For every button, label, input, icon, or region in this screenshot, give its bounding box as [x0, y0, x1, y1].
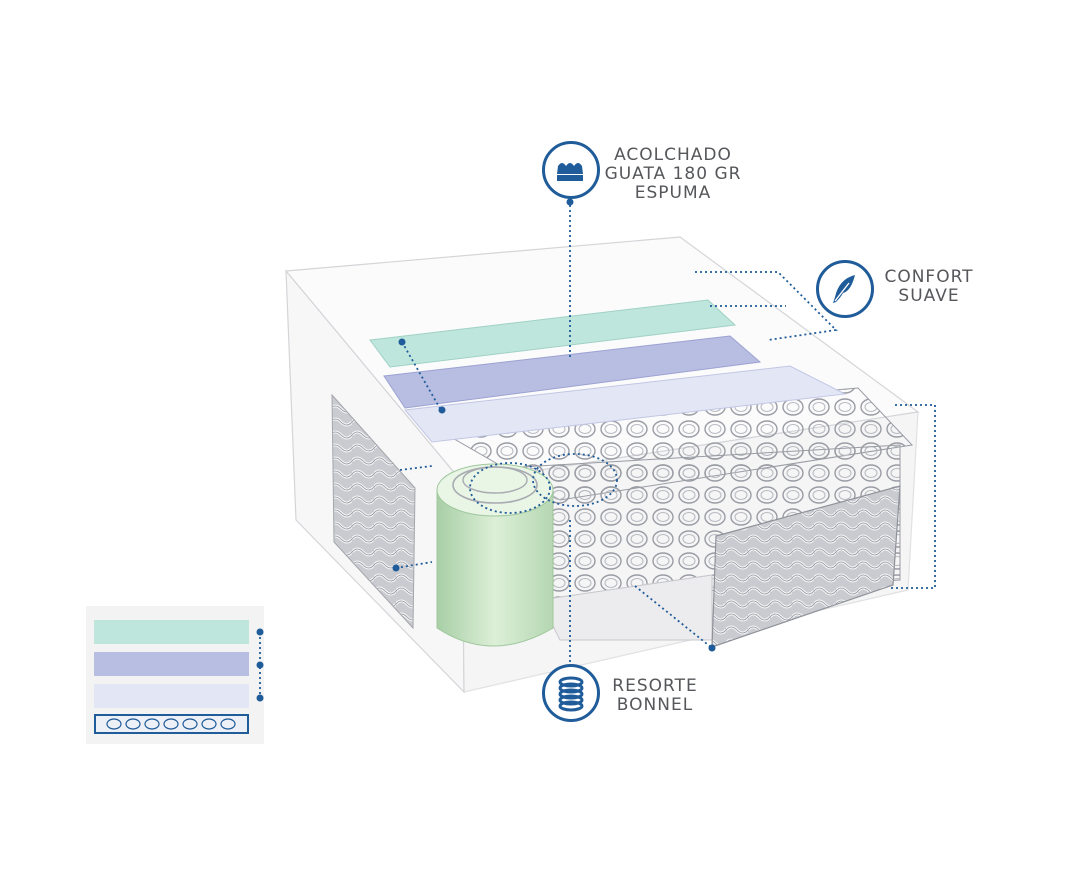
coil-spring-icon	[542, 664, 600, 722]
layer-legend	[86, 606, 264, 744]
quilt-foam-icon	[542, 141, 600, 199]
bottom-callout-line-1: RESORTE	[612, 676, 698, 696]
foam-lavender-layer	[383, 335, 762, 409]
spring-highlight-right	[532, 453, 618, 507]
fiber-white-layer	[404, 365, 847, 443]
legend-spring	[94, 714, 249, 734]
legend-foam-lavender	[94, 652, 249, 676]
right-callout-line-2: SUAVE	[898, 286, 960, 306]
legend-foam-green	[94, 620, 249, 644]
top-callout-line-2: GUATA 180 GR	[604, 164, 742, 184]
top-callout-line-1: ACOLCHADO	[614, 145, 732, 165]
front-quilted-panel	[711, 485, 901, 648]
leader-lines	[395, 200, 936, 664]
feather-icon	[816, 260, 874, 318]
leader-dots	[392, 198, 716, 652]
right-callout-label: CONFORT SUAVE	[874, 268, 984, 306]
foam-cylinder	[436, 463, 554, 647]
legend-connector	[256, 628, 264, 702]
right-callout-line-1: CONFORT	[884, 267, 974, 287]
bottom-callout-line-2: BONNEL	[616, 695, 694, 715]
legend-spring-coils	[106, 718, 236, 730]
top-callout-line-3: ESPUMA	[634, 183, 712, 203]
foam-green-layer	[369, 299, 737, 368]
spring-highlight-left	[469, 462, 551, 514]
top-callout-label: ACOLCHADO GUATA 180 GR ESPUMA	[598, 146, 748, 203]
bottom-callout-label: RESORTE BONNEL	[605, 677, 705, 715]
legend-fiber-white	[94, 684, 249, 708]
